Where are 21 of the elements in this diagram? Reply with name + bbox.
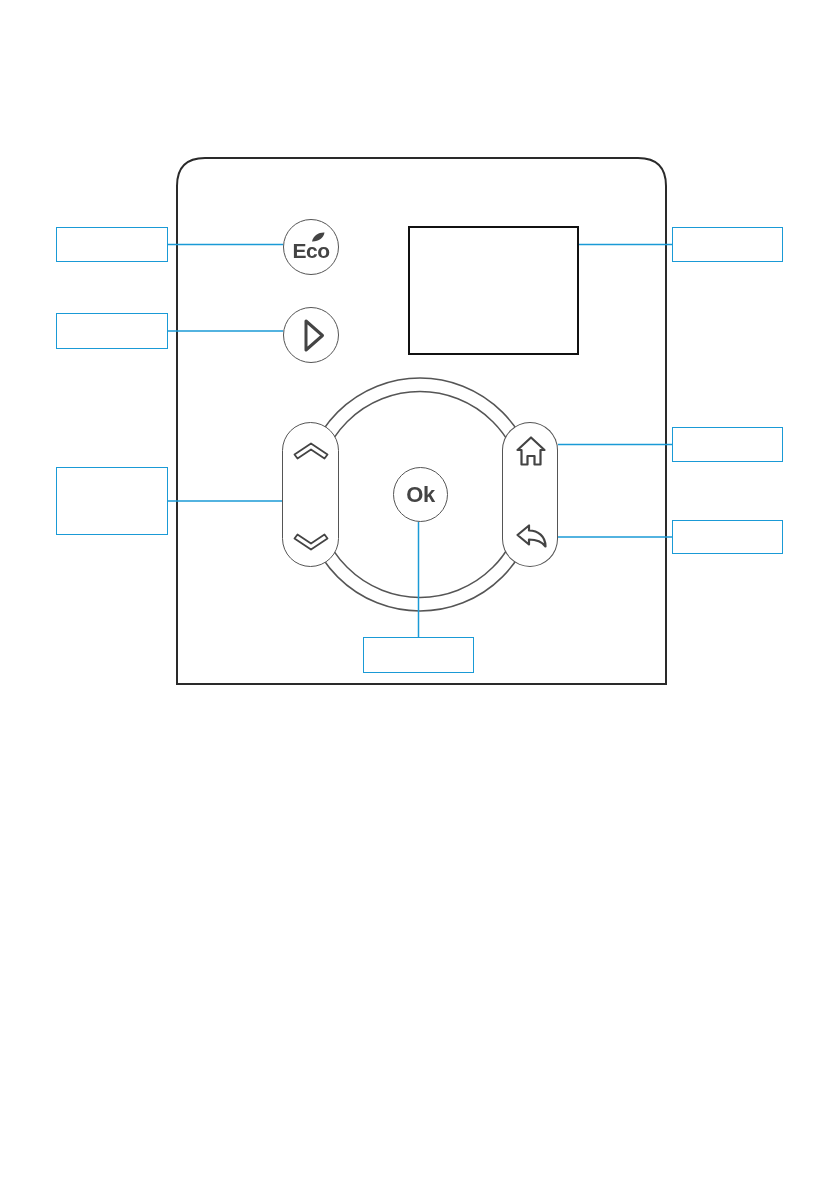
ok-button: Ok [393, 467, 448, 522]
back-button [502, 495, 558, 567]
leader-line [417, 521, 420, 638]
leader-line [167, 243, 284, 246]
display-screen [408, 226, 579, 355]
leader-line [167, 500, 283, 502]
answer-box [672, 227, 783, 262]
play-button [283, 307, 339, 363]
eco-button: Eco [283, 219, 339, 275]
home-button [502, 422, 558, 495]
leader-line [167, 330, 285, 332]
answer-box [56, 467, 168, 535]
answer-box [56, 313, 168, 349]
answer-box [56, 227, 168, 262]
answer-box [672, 520, 783, 554]
answer-box [672, 427, 783, 462]
leader-line [578, 243, 673, 246]
up-down-button [282, 422, 339, 567]
leader-line [557, 536, 673, 538]
answer-box [363, 637, 474, 673]
leader-line [557, 443, 673, 446]
